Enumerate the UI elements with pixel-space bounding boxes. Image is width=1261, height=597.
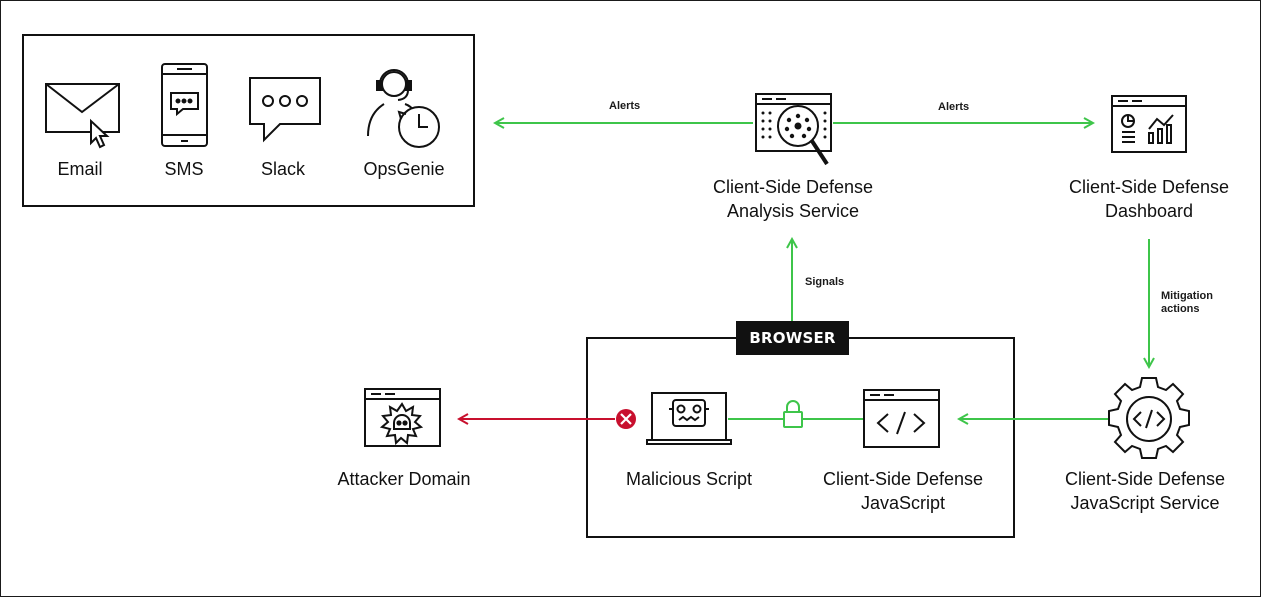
dashboard-label: Client-Side Defense Dashboard: [1029, 175, 1260, 223]
email-label: Email: [57, 159, 103, 179]
analysis-service-icon: [755, 93, 832, 166]
javascript-label-line1: Client-Side Defense: [822, 469, 984, 489]
analysis-service-label-line2: Analysis Service: [726, 201, 860, 221]
dashboard-icon: [1111, 95, 1187, 153]
notification-channels-box: [22, 34, 475, 207]
analysis-service-label-line1: Client-Side Defense: [712, 177, 874, 197]
slack-label: Slack: [260, 159, 305, 179]
attacker-domain-label: Attacker Domain: [337, 469, 471, 489]
dashboard-label-line1: Client-Side Defense: [1068, 177, 1230, 197]
mitigation-actions-label: Mitigation actions: [1161, 290, 1213, 316]
slack-chat-icon: [249, 77, 321, 143]
javascript-service-label-line2: JavaScript Service: [1070, 493, 1220, 513]
malicious-script-label: Malicious Script: [625, 469, 753, 489]
blocked-x-icon: [616, 409, 636, 429]
javascript-service-gear-icon: [1108, 377, 1190, 459]
javascript-service-label: Client-Side Defense JavaScript Service: [1029, 467, 1260, 515]
browser-tag: BROWSER: [736, 321, 849, 355]
mitigation-label-line1: Mitigation: [1161, 290, 1213, 302]
email-icon: [45, 83, 120, 149]
javascript-service-label-line1: Client-Side Defense: [1064, 469, 1226, 489]
opsgenie-label: OpsGenie: [363, 159, 445, 179]
malicious-script-laptop-icon: [646, 392, 732, 445]
javascript-label-line2: JavaScript: [860, 493, 946, 513]
dashboard-label-line2: Dashboard: [1104, 201, 1194, 221]
alerts-left-label: Alerts: [609, 100, 641, 112]
javascript-code-window-icon: [863, 389, 940, 448]
opsgenie-support-icon: [367, 69, 440, 148]
attacker-domain-skull-icon: [364, 388, 441, 447]
analysis-service-label: Client-Side Defense Analysis Service: [673, 175, 913, 223]
alerts-right-label: Alerts: [938, 101, 970, 113]
sms-label: SMS: [164, 159, 204, 179]
javascript-label: Client-Side Defense JavaScript: [793, 467, 1013, 515]
signals-label: Signals: [805, 276, 845, 288]
mitigation-label-line2: actions: [1161, 303, 1200, 315]
lock-icon: [783, 400, 803, 428]
sms-phone-icon: [161, 63, 208, 147]
